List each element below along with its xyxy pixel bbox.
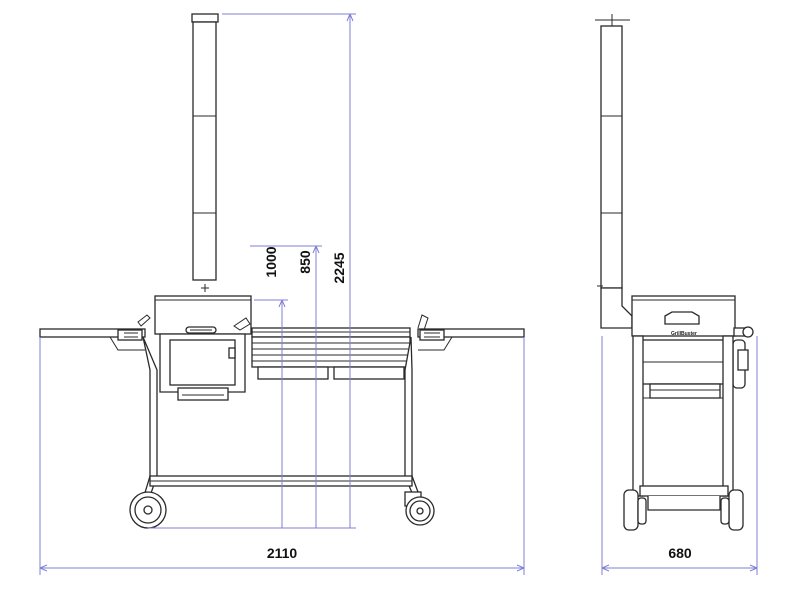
dimension-label-total-height: 2245 xyxy=(331,252,347,283)
dimension-label-firebox-height: 1000 xyxy=(263,246,279,277)
side-body: GrillBuster xyxy=(631,295,736,399)
front-dimensions xyxy=(39,13,525,575)
brand-label: GrillBuster xyxy=(671,331,697,337)
firebox xyxy=(154,295,252,401)
dimension-label-grill-height: 850 xyxy=(297,250,313,274)
chimney xyxy=(191,13,219,292)
right-wheel xyxy=(404,491,435,526)
grill-grate xyxy=(251,314,429,380)
left-side-shelf xyxy=(39,314,151,351)
dimension-label-width: 2110 xyxy=(267,545,298,561)
side-wheel-right xyxy=(720,489,744,531)
dimension-label-depth: 680 xyxy=(668,545,692,561)
side-handle xyxy=(732,326,754,389)
left-wheel xyxy=(129,491,167,529)
right-side-shelf xyxy=(417,328,525,351)
side-dimensions xyxy=(601,336,758,575)
side-view: GrillBuster xyxy=(595,14,754,531)
side-chimney xyxy=(595,14,633,329)
side-wheel-left xyxy=(623,489,647,531)
front-view xyxy=(39,13,525,529)
